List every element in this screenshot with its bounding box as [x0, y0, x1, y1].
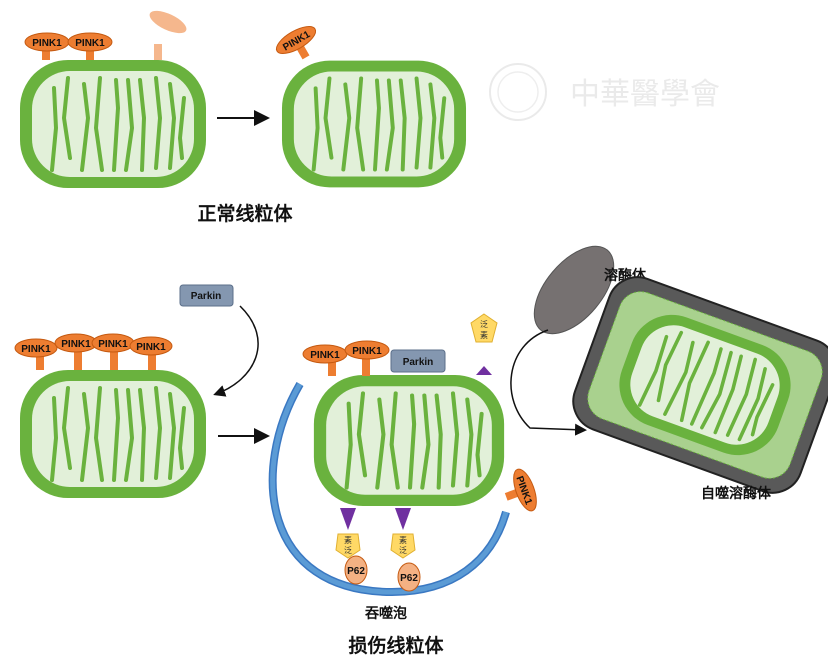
pink1-protein: PINK1 — [54, 333, 98, 370]
svg-text:素: 素 — [399, 535, 407, 545]
pink1-protein: PINK1 — [67, 32, 113, 60]
label-damaged-mitochondria: 损伤线粒体 — [348, 634, 444, 657]
label-autolysosome: 自噬溶酶体 — [701, 485, 772, 502]
watermark: 中華醫學會 — [489, 63, 720, 121]
parkin-protein: Parkin — [390, 349, 446, 373]
svg-text:P62: P62 — [400, 573, 418, 584]
svg-text:PINK1: PINK1 — [75, 38, 105, 49]
label-phagophore: 吞噬泡 — [365, 605, 407, 622]
label-normal-mitochondria: 正常线粒体 — [197, 202, 293, 225]
recruitment-arrow — [213, 305, 259, 397]
autolysosome — [572, 276, 828, 494]
svg-text:PINK1: PINK1 — [32, 38, 62, 49]
pink1-protein: PINK1 — [24, 32, 70, 60]
pink1-protein: PINK1 — [302, 344, 348, 376]
ubiquitin-tag: 泛 素 — [470, 313, 498, 375]
svg-text:PINK1: PINK1 — [310, 350, 340, 361]
svg-text:素: 素 — [480, 330, 488, 340]
mitochondrion-damaged — [314, 375, 504, 506]
pink1-protein: PINK1 — [275, 26, 317, 60]
svg-text:PINK1: PINK1 — [21, 344, 51, 355]
svg-text:泛: 泛 — [480, 319, 488, 329]
mitochondrion-depolarized — [18, 368, 208, 500]
fusion-arrow — [510, 329, 587, 436]
svg-text:PINK1: PINK1 — [136, 342, 166, 353]
pink1-protein: PINK1 — [91, 333, 135, 370]
svg-text:P62: P62 — [347, 566, 365, 577]
svg-text:Parkin: Parkin — [403, 357, 434, 368]
pink1-protein: PINK1 — [344, 340, 390, 376]
ubiquitin-p62-complex: 素 泛 P62 — [390, 508, 421, 592]
svg-text:泛: 泛 — [344, 545, 352, 555]
svg-text:泛: 泛 — [399, 545, 407, 555]
watermark-text: 中華醫學會 — [570, 77, 720, 112]
svg-text:Parkin: Parkin — [191, 291, 222, 302]
pink1-protein: PINK1 — [504, 468, 537, 512]
pink1-protein: PINK1 — [14, 338, 58, 370]
pink1-protein: PINK1 — [129, 336, 173, 370]
mitochondrion-normal-2 — [280, 58, 468, 190]
ubiquitin-p62-complex: 素 泛 P62 — [335, 508, 368, 585]
svg-text:素: 素 — [344, 535, 352, 545]
mitochondrion-normal-1 — [18, 58, 208, 190]
pink1-cleaved — [149, 10, 187, 60]
lysosome — [533, 245, 615, 335]
svg-text:PINK1: PINK1 — [61, 339, 91, 350]
parkin-protein: Parkin — [179, 284, 234, 307]
svg-text:PINK1: PINK1 — [98, 339, 128, 350]
svg-text:PINK1: PINK1 — [352, 346, 382, 357]
